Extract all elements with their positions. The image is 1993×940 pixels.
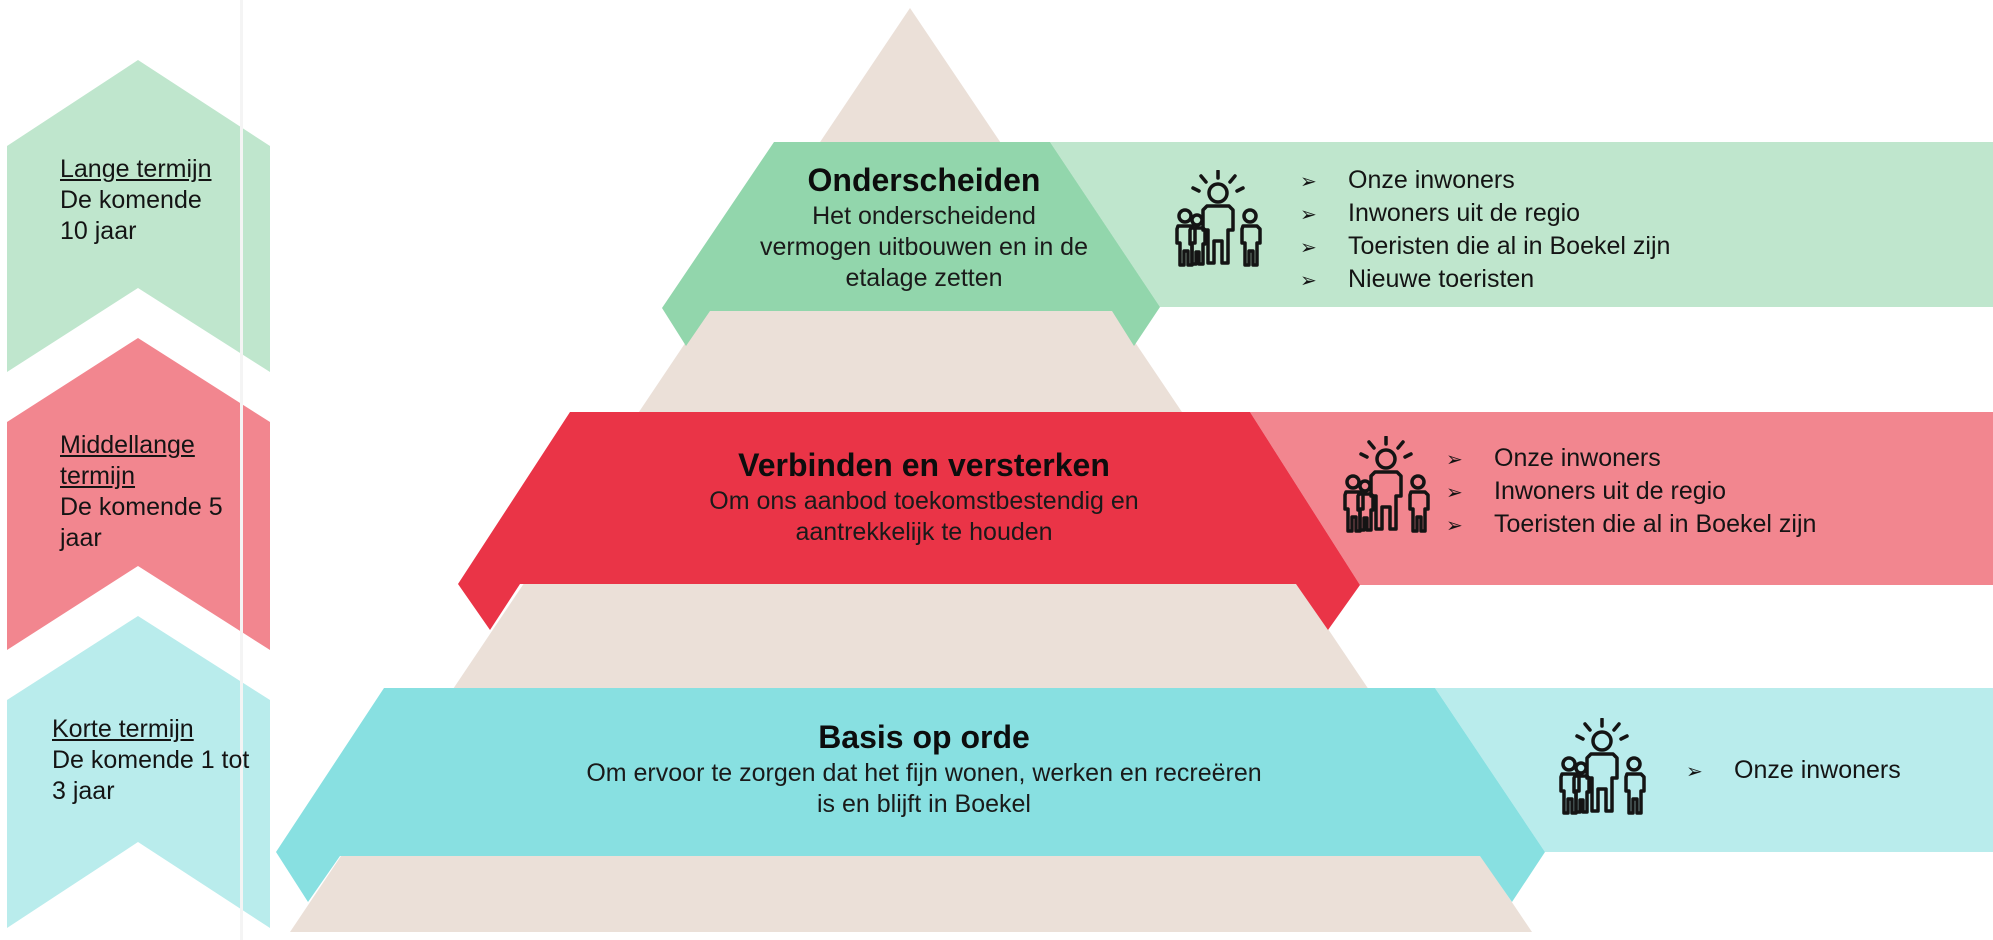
- middle-audience-band: [1250, 412, 1993, 585]
- arrow-bullet-icon: ➢: [1446, 515, 1463, 537]
- bottom-tier-title: Basis op orde: [818, 719, 1030, 755]
- middle-tier-band: [458, 412, 1360, 630]
- list-item: ➢Onze inwoners: [1686, 755, 1901, 788]
- arrow-bullet-icon: ➢: [1300, 270, 1317, 292]
- long-term-chevron: [7, 60, 270, 372]
- long-term-label: Lange termijn De komende 10 jaar: [60, 154, 265, 247]
- bottom-tier-subtitle: Om ervoor te zorgen dat het fijn wonen, …: [586, 759, 1262, 818]
- middle-audience-list: ➢Onze inwoners ➢Inwoners uit de regio ➢T…: [1446, 443, 1816, 542]
- bottom-tier-band: [276, 688, 1545, 902]
- timeframe-subtitle: De komende 10 jaar: [60, 186, 202, 245]
- people-group-icon: [1343, 436, 1430, 533]
- middle-tier-title: Verbinden en versterken: [738, 447, 1110, 483]
- top-tier-band: [662, 142, 1160, 346]
- short-term-label: Korte termijn De komende 1 tot 3 jaar: [52, 714, 262, 807]
- list-item: ➢Inwoners uit de regio: [1300, 198, 1670, 231]
- arrow-bullet-icon: ➢: [1300, 171, 1317, 193]
- timeframe-title: Lange termijn: [60, 155, 212, 183]
- people-group-icon: [1175, 170, 1262, 267]
- mid-term-label: Middellange termijn De komende 5 jaar: [60, 430, 265, 554]
- timeframe-subtitle: De komende 5 jaar: [60, 493, 223, 552]
- top-audience-band: [1050, 142, 1993, 307]
- top-tier-subtitle: Het onderscheidend vermogen uitbouwen en…: [759, 202, 1088, 292]
- mid-term-chevron: [7, 338, 270, 650]
- top-tier-title: Onderscheiden: [807, 162, 1041, 198]
- timeframe-title: Middellange termijn: [60, 431, 195, 490]
- timeframe-title: Korte termijn: [52, 715, 194, 743]
- list-item: ➢Nieuwe toeristen: [1300, 264, 1670, 297]
- arrow-bullet-icon: ➢: [1446, 482, 1463, 504]
- arrow-bullet-icon: ➢: [1686, 761, 1703, 783]
- timeframe-subtitle: De komende 1 tot 3 jaar: [52, 746, 250, 805]
- list-item: ➢Toeristen die al in Boekel zijn: [1300, 231, 1670, 264]
- middle-tier-subtitle: Om ons aanbod toekomstbestendig en aantr…: [709, 487, 1139, 546]
- bottom-audience-list: ➢Onze inwoners: [1686, 755, 1901, 788]
- short-term-chevron: [7, 616, 270, 928]
- list-item: ➢Toeristen die al in Boekel zijn: [1446, 509, 1816, 542]
- arrow-bullet-icon: ➢: [1300, 237, 1317, 259]
- arrow-bullet-icon: ➢: [1446, 449, 1463, 471]
- people-group-icon: [1559, 718, 1646, 815]
- top-audience-list: ➢Onze inwoners ➢Inwoners uit de regio ➢T…: [1300, 165, 1670, 297]
- list-item: ➢Onze inwoners: [1300, 165, 1670, 198]
- arrow-bullet-icon: ➢: [1300, 204, 1317, 226]
- list-item: ➢Onze inwoners: [1446, 443, 1816, 476]
- list-item: ➢Inwoners uit de regio: [1446, 476, 1816, 509]
